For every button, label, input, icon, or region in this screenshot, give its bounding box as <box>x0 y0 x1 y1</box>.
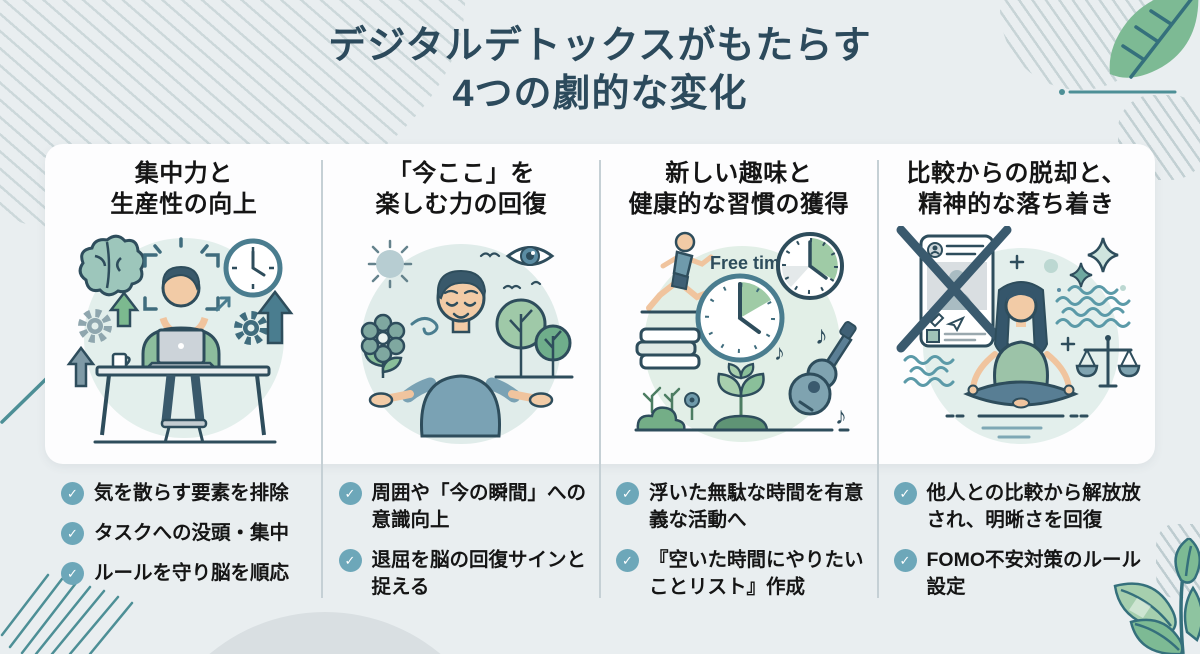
bullet-item: ✓ 周囲や「今の瞬間」への意識向上 <box>338 480 595 534</box>
sun-icon <box>368 240 413 289</box>
column-focus-productivity: 集中力と 生産性の向上 <box>45 150 323 614</box>
music-note-icon: ♪ <box>774 340 785 365</box>
bullet-item: ✓ ルールを守り脳を順応 <box>61 560 317 587</box>
balance-scale-icon <box>1075 335 1141 388</box>
check-icon: ✓ <box>61 482 84 506</box>
hatch-patch-bottom-right <box>1156 524 1200 598</box>
books-icon <box>635 327 701 370</box>
checklist: ✓ 周囲や「今の瞬間」への意識向上 ✓ 退屈を脳の回復サインと捉える <box>323 480 601 614</box>
title-line-2: 4つの劇的な変化 <box>452 73 748 116</box>
illustration-free-time-hobbies: Free time <box>634 232 857 443</box>
trees-icon <box>494 298 574 379</box>
clock-icon <box>223 238 283 298</box>
flower-icon <box>361 314 406 379</box>
column-divider <box>599 160 601 598</box>
wind-swirl-icon <box>410 317 439 336</box>
checklist: ✓ 他人との比較から解放放され、明晰さを回復 ✓ FOMO不安対策のルール設定 <box>878 480 1156 614</box>
checklist: ✓ 浮いた無駄な時間を有意義な活動へ ✓ 『空いた時間にやりたいことリスト』作成 <box>600 480 878 614</box>
page-title: デジタルデトックスがもたらす 4つの劇的な変化 <box>0 22 1200 119</box>
illustration-present-moment <box>361 240 574 445</box>
bullet-item: ✓ 『空いた時間にやりたいことリスト』作成 <box>616 547 872 601</box>
arrow-up-icon <box>256 290 294 345</box>
column-heading: 新しい趣味と 健康的な習慣の獲得 <box>628 160 849 219</box>
bullet-item: ✓ タスクへの没頭・集中 <box>61 520 317 547</box>
bullet-item: ✓ FOMO不安対策のルール設定 <box>893 547 1150 601</box>
column-heading: 比較からの脱却と、 精神的な落ち着き <box>906 160 1127 219</box>
illustration-focus-productivity <box>66 235 294 444</box>
music-note-icon: ♪ <box>835 403 847 430</box>
water-lines <box>981 426 1043 439</box>
column-mental-calm: 比較からの脱却と、 精神的な落ち着き <box>878 150 1156 614</box>
check-icon: ✓ <box>338 549 362 573</box>
column-heading: 集中力と 生産性の向上 <box>110 160 258 219</box>
clock-icon <box>775 232 844 301</box>
music-note-icon: ♪ <box>815 320 828 350</box>
meditating-person <box>963 281 1080 409</box>
bullet-item: ✓ 浮いた無駄な時間を有意義な活動へ <box>616 480 872 534</box>
column-new-hobbies: 新しい趣味と 健康的な習慣の獲得 Free time <box>600 150 878 614</box>
clock-icon <box>695 273 785 363</box>
bullet-item: ✓ 他人との比較から解放放され、明晰さを回復 <box>893 480 1150 534</box>
waves-icon <box>903 355 955 388</box>
calm-person <box>369 270 554 438</box>
checklist: ✓ 気を散らす要素を排除 ✓ タスクへの没頭・集中 ✓ ルールを守り脳を順応 <box>45 480 323 600</box>
cross-out-x-icon <box>896 226 1012 353</box>
coffee-cup-icon <box>111 353 131 369</box>
column-divider <box>877 160 879 598</box>
bullet-item: ✓ 気を散らす要素を排除 <box>61 480 317 507</box>
column-heading: 「今ここ」を 楽しむ力の回復 <box>375 160 547 219</box>
check-icon: ✓ <box>616 549 639 573</box>
check-icon: ✓ <box>893 482 917 506</box>
birds-icon <box>480 252 542 290</box>
check-icon: ✓ <box>893 549 917 573</box>
waves-icon <box>1055 285 1131 329</box>
check-icon: ✓ <box>61 562 84 586</box>
columns-container: 集中力と 生産性の向上 <box>45 150 1155 614</box>
circle-decoration-bottom <box>145 612 505 654</box>
illustration-meditation-no-social <box>896 226 1141 445</box>
plants-icon <box>634 363 850 432</box>
check-icon: ✓ <box>338 482 362 506</box>
free-time-label: Free time <box>710 253 790 273</box>
check-icon: ✓ <box>61 522 84 546</box>
column-divider <box>321 160 323 598</box>
guitar-icon <box>788 321 857 416</box>
eye-icon <box>505 246 555 267</box>
sparkle-icon <box>1010 238 1127 352</box>
check-icon: ✓ <box>616 482 639 506</box>
column-present-moment: 「今ここ」を 楽しむ力の回復 <box>323 150 601 614</box>
title-line-1: デジタルデトックスがもたらす <box>328 25 872 67</box>
bullet-item: ✓ 退屈を脳の回復サインと捉える <box>338 547 595 601</box>
